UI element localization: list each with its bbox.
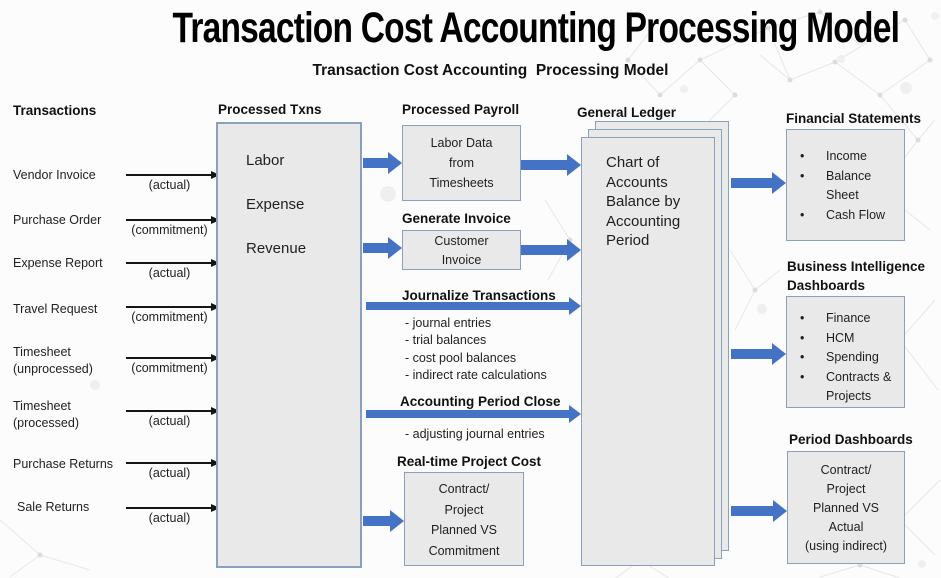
transaction-type: (commitment) [131,310,208,324]
category-labor: Labor [246,152,285,169]
bi-dashboards-list: Finance HCM Spending Contracts & Project… [787,309,904,407]
transaction-arrow [126,215,220,224]
category-expense: Expense [246,196,305,213]
page-subtitle: Transaction Cost Accounting Processing M… [312,62,669,79]
processed-txns-categories: Labor Expense Revenue [246,152,306,284]
period-dashboards-box-text: Contract/ Project Planned VS Actual (usi… [805,463,887,553]
arrow-ledger-to-bi-dashboards [731,343,786,365]
arrow-journalize-to-ledger [366,295,581,317]
journalize-transactions-header: Journalize Transactions [402,288,556,303]
bi-bullet-hcm: HCM [787,329,904,349]
transaction-arrow [126,302,220,311]
journalize-item: - cost pool balances [405,350,517,365]
transactions-header: Transactions [13,103,97,118]
period-dashboards-header: Period Dashboards [789,432,913,447]
period-close-items: - adjusting journal entries [405,426,545,443]
financial-statements-list: Income Balance Sheet Cash Flow [787,147,904,225]
journalize-item: - journal entries [405,316,492,330]
general-ledger-sheet-front: Chart of Accounts Balance by Accounting … [581,137,715,566]
realtime-project-cost-box: Contract/ Project Planned VS Commitment [404,472,524,566]
bi-bullet-contracts: Contracts & Projects [787,368,904,407]
transaction-label: Timesheet (processed) [13,399,79,430]
transaction-label: Purchase Order [13,213,102,227]
arrow-ledger-to-period-dashboards [731,500,787,522]
period-close-item: - adjusting journal entries [405,427,545,441]
generate-invoice-header: Generate Invoice [402,211,511,226]
transaction-label: Vendor Invoice [13,168,96,182]
arrow-payroll-to-ledger [521,154,581,176]
transaction-arrow [126,406,220,415]
fs-bullet-cash-flow: Cash Flow [787,206,904,226]
realtime-project-cost-header: Real-time Project Cost [397,454,542,469]
transaction-label: Purchase Returns [13,457,114,471]
bi-bullet-finance: Finance [787,309,904,329]
transaction-type: (actual) [148,266,191,280]
arrow-txns-to-realtime [363,510,404,532]
transaction-label: Travel Request [13,302,98,316]
journalize-items: - journal entries - trial balances - cos… [405,315,547,384]
journalize-item: - trial balances [405,333,487,348]
page-title: Transaction Cost Accounting Processing M… [172,4,900,52]
transaction-label: Sale Returns [17,500,90,514]
customer-invoice-box: Customer Invoice [402,230,521,270]
transaction-label: Expense Report [13,256,103,270]
bi-bullet-spending: Spending [787,348,904,368]
transaction-arrow [126,258,220,267]
financial-statements-header: Financial Statements [786,111,922,126]
category-revenue: Revenue [246,240,307,257]
arrow-invoice-to-ledger [521,239,581,261]
general-ledger-header: General Ledger [577,105,677,120]
realtime-project-cost-box-text: Contract/ Project Planned VS Commitment [428,482,500,558]
bi-dashboards-box: Finance HCM Spending Contracts & Project… [786,296,905,408]
fs-bullet-balance: Balance Sheet [787,167,904,206]
transaction-arrow [126,458,220,467]
transaction-label: Timesheet (unprocessed) [13,345,93,376]
transaction-type: (commitment) [131,361,208,375]
arrow-txns-to-payroll [363,152,402,174]
transaction-arrow [126,503,220,512]
arrow-ledger-to-financial-statements [731,172,786,194]
processed-payroll-header: Processed Payroll [402,102,520,117]
bi-dashboards-header: Business Intelligence Dashboards [787,259,926,293]
transaction-type: (actual) [148,414,191,428]
transaction-type: (commitment) [131,223,208,237]
transaction-type: (actual) [148,178,191,192]
accounting-period-close-header: Accounting Period Close [400,394,561,409]
financial-statements-box: Income Balance Sheet Cash Flow [786,129,905,241]
transaction-type: (actual) [148,511,191,525]
fs-bullet-income: Income [787,147,904,167]
transaction-arrow [126,353,220,362]
customer-invoice-box-text: Customer Invoice [434,234,489,267]
processed-payroll-box-text: Labor Data from Timesheets [429,136,494,190]
processed-payroll-box: Labor Data from Timesheets [402,125,521,201]
journalize-item: - indirect rate calculations [405,367,547,382]
transaction-arrow [126,170,220,179]
arrow-txns-to-invoice [363,237,402,259]
general-ledger-box-text: Chart of Accounts Balance by Accounting … [606,154,681,249]
processed-txns-header: Processed Txns [218,102,322,117]
period-dashboards-box: Contract/ Project Planned VS Actual (usi… [787,451,905,564]
arrow-period-close-to-ledger [366,403,581,425]
transaction-type: (actual) [148,466,191,480]
processed-txns-box [216,122,362,568]
